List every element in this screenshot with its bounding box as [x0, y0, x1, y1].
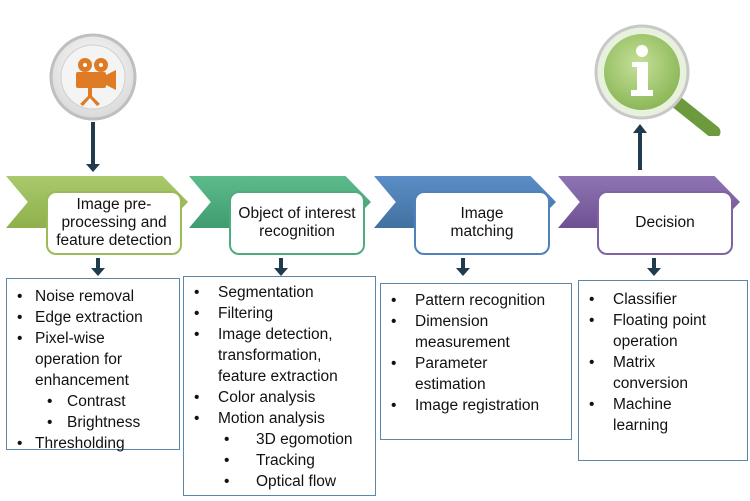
stage-3-arrow [456, 258, 470, 276]
list-item: Tracking [184, 450, 375, 471]
stage-4-label: Decision [635, 214, 695, 231]
stage-1-arrow [91, 258, 105, 276]
stage-2-arrow [274, 258, 288, 276]
stage-3-list: Pattern recognition Dimension measuremen… [380, 283, 572, 440]
list-item: Contrast [7, 391, 179, 412]
stage-2-list: Segmentation Filtering Image detection, … [183, 276, 376, 496]
stage-2-label: Object of interest recognition [238, 205, 356, 240]
list-item: Segmentation [184, 282, 375, 303]
list-item: Filtering [184, 303, 375, 324]
list-item: Image registration [381, 395, 571, 416]
list-item: Thresholding [7, 433, 179, 454]
decision-output-arrow [633, 124, 647, 170]
list-item: Dimension measurement [381, 311, 525, 353]
stage-1-box: Image pre-processing and feature detecti… [46, 191, 182, 255]
stage-4-box: Decision [597, 191, 733, 255]
stage-1-items: Noise removal Edge extraction Pixel-wise… [7, 286, 179, 454]
stage-2-box: Object of interest recognition [229, 191, 365, 255]
camera-connector-arrow [86, 122, 100, 172]
stage-3-items: Pattern recognition Dimension measuremen… [381, 290, 571, 416]
stage-4-arrow [647, 258, 661, 276]
list-item: Classifier [579, 289, 747, 310]
stage-3-label: Image matching [450, 205, 514, 240]
list-item: Parameter estimation [381, 353, 515, 395]
stage-4-list: Classifier Floating point operation Matr… [578, 280, 748, 461]
list-item: Noise removal [7, 286, 170, 307]
list-item: Pixel-wise operation for enhancement [7, 328, 160, 391]
list-item: Pattern recognition [381, 290, 571, 311]
list-item: Floating point operation [579, 310, 713, 352]
list-item: 3D egomotion [184, 429, 375, 450]
stage-3-box: Image matching [414, 191, 550, 255]
list-item: Color analysis [184, 387, 375, 408]
list-item: Optical flow [184, 471, 375, 492]
stage-1-label: Image pre-processing and feature detecti… [56, 196, 172, 249]
list-item: Edge extraction [7, 307, 170, 328]
stage-1-list: Noise removal Edge extraction Pixel-wise… [6, 278, 180, 454]
list-item: Matrix conversion [579, 352, 703, 394]
movie-camera-icon [48, 32, 138, 122]
stage-4-items: Classifier Floating point operation Matr… [579, 289, 747, 436]
list-item: Image detection, transformation, feature… [184, 324, 358, 387]
stage-2-items: Segmentation Filtering Image detection, … [184, 282, 375, 492]
list-item: Brightness [7, 412, 179, 433]
list-item: Motion analysis [184, 408, 375, 429]
list-item: Machine learning [579, 394, 693, 436]
info-magnifier-icon [592, 24, 722, 139]
